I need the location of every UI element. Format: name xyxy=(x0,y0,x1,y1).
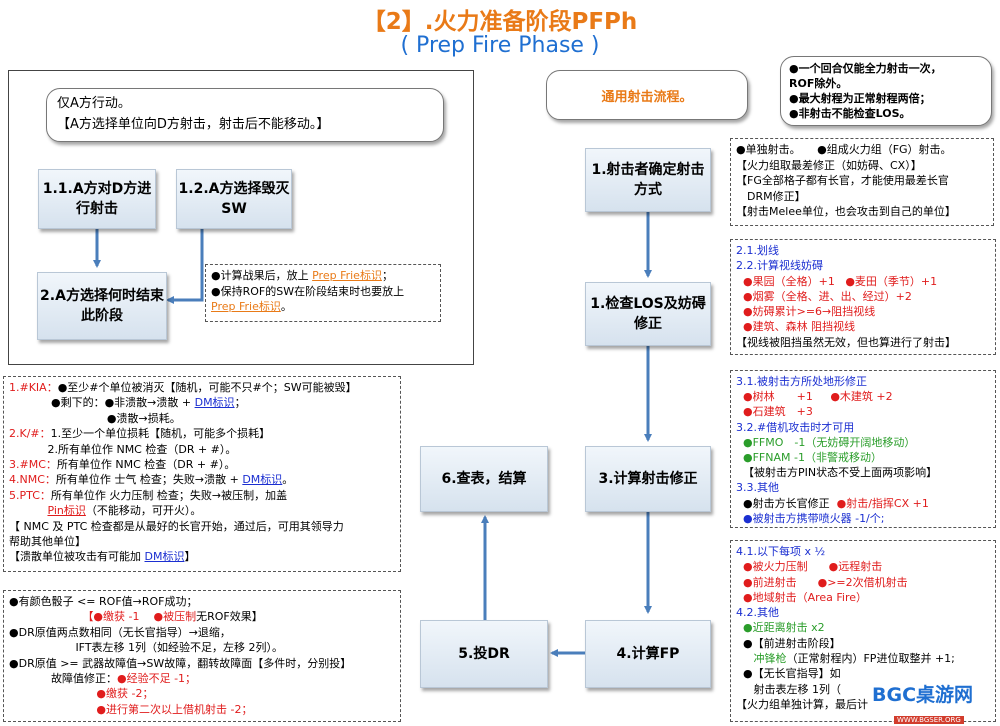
page-title: 【2】.火力准备阶段PFPh xyxy=(362,9,638,35)
dm-marker-link: DM标识 xyxy=(194,396,235,410)
site-logo: BGC桌游网 WWW.BGSER.ORG xyxy=(872,680,996,724)
logo-url: WWW.BGSER.ORG xyxy=(894,716,964,724)
dice-roll-note: ●有颜色骰子 <= ROF值→ROF成功； 【●缴获 -1 ●被压制无ROF效果… xyxy=(3,590,401,722)
dm-marker-link-2: DM标识 xyxy=(242,473,283,487)
flow-step-1: 1.射击者确定射击方式 xyxy=(585,148,711,212)
general-procedure-label: 通用射击流程。 xyxy=(546,70,748,120)
attacker-panel xyxy=(8,70,474,365)
general-rules-box: ●一个回合仅能全力射击一次， ROF除外。 ●最大射程为正常射程两倍； ●非射击… xyxy=(780,56,992,126)
logo-text: BGC桌游网 xyxy=(872,684,974,706)
page-subtitle: ( Prep Fire Phase ) xyxy=(400,33,600,58)
flow-step-2: 1.检查LOS及妨碍修正 xyxy=(585,282,711,346)
intro-line-1: 仅A方行动。 xyxy=(57,96,131,111)
prep-fire-marker-link: Prep Frie标识 xyxy=(312,269,382,282)
prep-fire-note: ●计算战果后，放上 Prep Frie标识； ●保持ROF的SW在阶段结束时也要… xyxy=(205,264,441,322)
los-note: 2.1.划线 2.2.计算视线妨碍 ●果园（全格）+1 ●麦田（季节）+1 ●烟… xyxy=(730,239,996,355)
firing-method-note: ●单独射击。 ●组成火力组（FG）射击。 【火力组取最差修正（如妨碍、CX）】 … xyxy=(730,138,994,226)
dm-marker-link-3: DM标识 xyxy=(144,550,185,564)
fire-modifier-note: 3.1.被射击方所处地形修正 ●树林 +1 ●木建筑 +2 ●石建筑 +3 3.… xyxy=(730,370,996,528)
prep-fire-marker-link-2: Prep Frie标识 xyxy=(211,300,281,313)
pin-marker-link: Pin标识 xyxy=(47,504,86,518)
fp-note: 4.1.以下每项 x ½ ●被火力压制 ●远程射击 ●前进射击 ●>=2次借机射… xyxy=(730,540,996,722)
intro-box: 仅A方行动。 【A方选择单位向D方射击，射击后不能移动。】 xyxy=(46,88,444,142)
flow-step-4: 4.计算FP xyxy=(585,620,711,688)
ift-results-note: 1.#KIA：●至少#个单位被消灭【随机，可能不只#个；SW可能被毁】 ●剩下的… xyxy=(3,376,401,572)
flow-step-6: 6.查表，结算 xyxy=(420,446,548,512)
flow-step-5: 5.投DR xyxy=(420,620,548,688)
box-2-end-phase: 2.A方选择何时结束此阶段 xyxy=(37,272,167,340)
flow-step-3: 3.计算射击修正 xyxy=(585,446,711,512)
box-1-2-destroy-sw: 1.2.A方选择毁灭SW xyxy=(176,169,292,229)
box-1-1-fire: 1.1.A方对D方进行射击 xyxy=(38,169,156,229)
intro-line-2: 【A方选择单位向D方射击，射击后不能移动。】 xyxy=(57,117,330,132)
arrow-1-2-to-2 xyxy=(166,226,204,304)
